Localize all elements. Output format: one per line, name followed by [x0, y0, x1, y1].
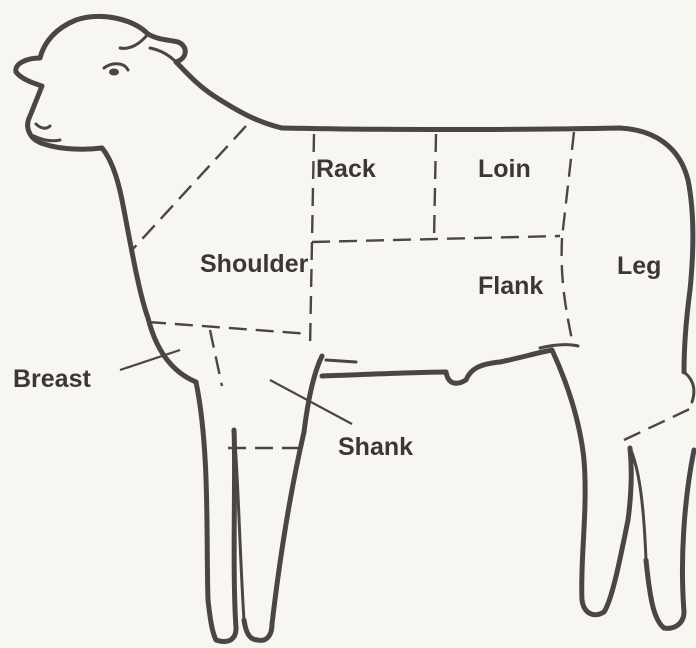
label-shank: Shank — [338, 433, 413, 461]
head-outline — [16, 16, 282, 200]
loin-leg-divider — [562, 132, 574, 238]
flank-leg-divider — [562, 238, 572, 340]
rump-outline — [684, 180, 693, 372]
eye-pupil — [109, 69, 119, 76]
hind-leg-far — [646, 450, 694, 628]
stifle-line — [540, 345, 578, 348]
ear-fold — [120, 34, 148, 48]
label-shoulder: Shoulder — [200, 250, 309, 278]
label-rack: Rack — [316, 155, 376, 183]
elbow-line — [326, 360, 356, 362]
belly-outline — [322, 350, 552, 383]
ear-inner — [150, 48, 176, 62]
front-leg-near — [196, 382, 236, 642]
tail — [684, 372, 694, 402]
leg-shank-divider — [624, 406, 696, 440]
loin-flank-divider — [312, 236, 560, 242]
shoulder-neck-divider — [132, 126, 246, 250]
hind-leg-near — [552, 350, 631, 615]
rack-loin-divider — [434, 134, 436, 240]
label-breast: Breast — [13, 365, 91, 393]
breast-shoulder-divider — [148, 322, 310, 334]
chest-outline — [122, 200, 196, 382]
label-loin: Loin — [478, 155, 531, 183]
label-flank: Flank — [478, 272, 543, 300]
front-leg-far — [244, 356, 322, 640]
breast-shank-divider — [210, 330, 222, 386]
nose — [36, 124, 50, 128]
label-leg: Leg — [617, 252, 661, 280]
